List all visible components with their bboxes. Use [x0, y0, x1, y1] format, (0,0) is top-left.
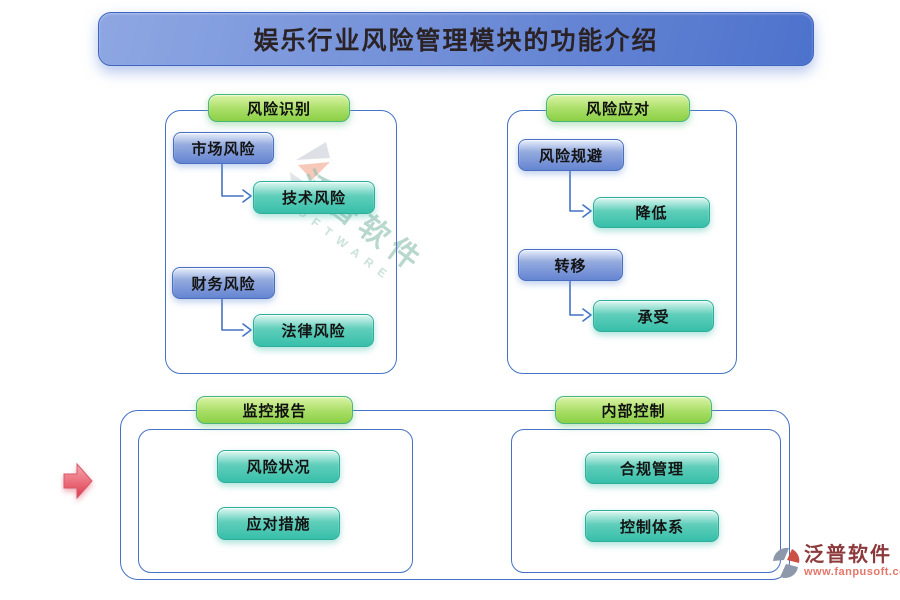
node-transfer: 转移 [518, 249, 623, 281]
footer-texts: 泛普软件 www.fanpusoft.com [804, 544, 900, 578]
footer-website[interactable]: www.fanpusoft.com [804, 566, 900, 578]
red-arrow-icon [63, 462, 93, 500]
panel-internal-control [511, 429, 781, 573]
fanpu-logo-icon [773, 547, 800, 579]
panel-bottom-container [120, 410, 790, 580]
page-title: 娱乐行业风险管理模块的功能介绍 [253, 27, 659, 55]
node-compliance-management: 合规管理 [585, 452, 719, 484]
footer-logo: 泛普软件 www.fanpusoft.com [768, 544, 900, 584]
title-banner: 娱乐行业风险管理模块的功能介绍 [98, 12, 814, 66]
node-response-measures: 应对措施 [217, 507, 340, 540]
node-technical-risk: 技术风险 [253, 181, 375, 214]
node-control-system: 控制体系 [585, 510, 719, 542]
section-header-risk-response: 风险应对 [546, 94, 690, 122]
node-risk-avoidance: 风险规避 [518, 139, 624, 171]
footer-brand-name: 泛普软件 [804, 544, 892, 566]
node-market-risk: 市场风险 [173, 132, 274, 164]
node-financial-risk: 财务风险 [172, 267, 275, 299]
node-risk-status: 风险状况 [217, 450, 340, 483]
section-header-monitoring-report: 监控报告 [196, 396, 353, 424]
node-reduce: 降低 [593, 197, 710, 228]
section-header-internal-control: 内部控制 [555, 396, 712, 424]
section-header-risk-identification: 风险识别 [208, 94, 350, 122]
node-legal-risk: 法律风险 [253, 314, 374, 347]
node-accept: 承受 [593, 300, 714, 332]
